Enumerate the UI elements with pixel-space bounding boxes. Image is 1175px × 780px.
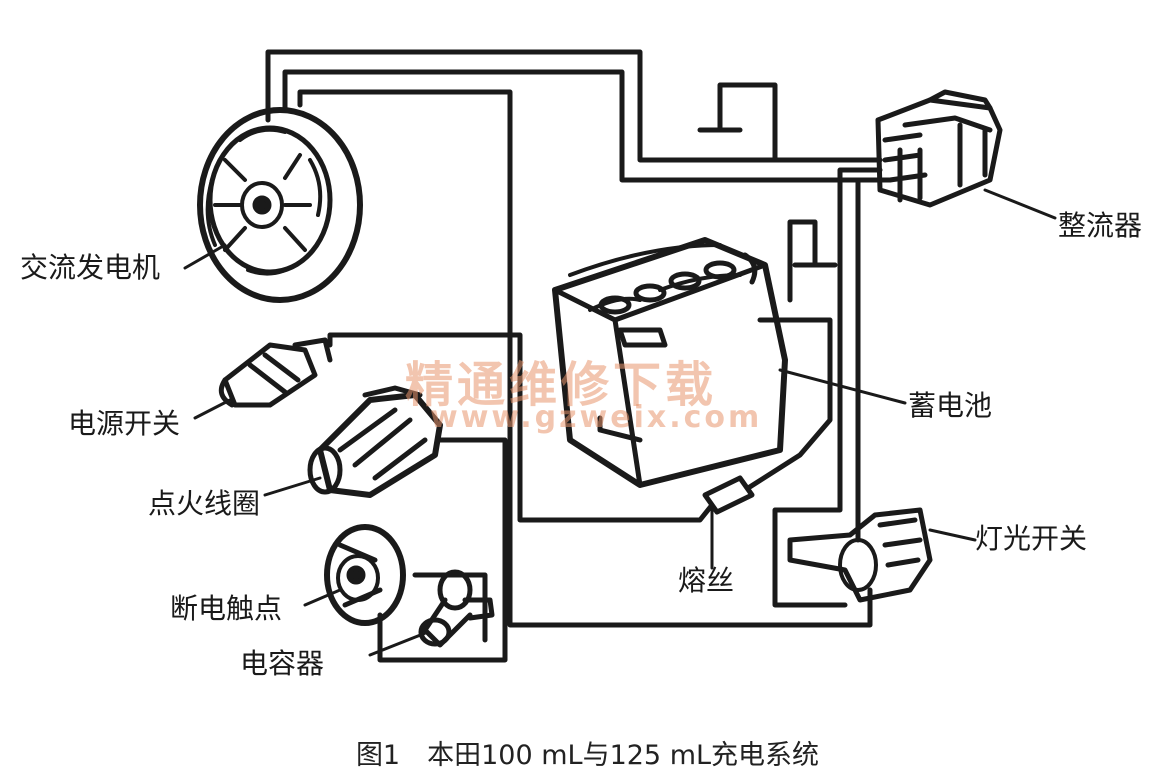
wire-ignition-coil	[377, 437, 508, 663]
light-switch-icon	[787, 507, 933, 603]
label-battery: 蓄电池	[908, 389, 993, 422]
battery-icon	[552, 237, 788, 488]
leader-capacitor	[368, 630, 430, 657]
leader-light-switch	[928, 528, 977, 542]
breaker-points-icon	[324, 524, 406, 626]
leader-battery	[778, 368, 907, 405]
wire-ground-top	[717, 82, 778, 163]
wire-rectifier-right	[772, 167, 883, 608]
label-capacitor: 电容器	[240, 647, 325, 680]
wire-alternator-top-3	[297, 89, 873, 628]
label-ignition-coil: 点火线圈	[148, 487, 261, 520]
label-rectifier: 整流器	[1058, 209, 1143, 242]
wires	[265, 49, 893, 663]
figure-caption: 图1 本田100 mL与125 mL充电系统	[355, 740, 820, 771]
label-fuse: 熔丝	[678, 564, 735, 597]
leader-lines	[183, 188, 1057, 657]
label-power-switch: 电源开关	[68, 407, 181, 440]
power-switch-icon	[218, 337, 333, 408]
alternator-icon	[197, 107, 363, 303]
label-breaker-points: 断电触点	[170, 592, 283, 625]
fuse-icon	[702, 475, 755, 515]
leader-alternator	[183, 243, 227, 270]
watermark-text: 精通维修下载	[405, 357, 718, 413]
leader-rectifier	[983, 188, 1057, 220]
wire-fuse	[742, 317, 833, 493]
wire-power-switch	[327, 332, 723, 523]
leader-breaker	[303, 588, 342, 607]
label-alternator: 交流发电机	[20, 251, 161, 284]
ignition-coil-icon	[307, 385, 443, 498]
watermark-url: www.gzweix.com	[430, 400, 763, 435]
leader-power-switch	[193, 398, 232, 420]
wire-alternator-rectifier-inner	[282, 69, 888, 183]
wire-alternator-rectifier-outer	[265, 49, 883, 163]
leader-ignition-coil	[263, 476, 322, 497]
wire-rectifier-right-2	[855, 177, 893, 543]
rectifier-icon	[875, 89, 1003, 208]
label-light-switch: 灯光开关	[975, 522, 1088, 555]
wire-ground-battery	[787, 219, 818, 303]
capacitor-icon	[418, 569, 495, 648]
